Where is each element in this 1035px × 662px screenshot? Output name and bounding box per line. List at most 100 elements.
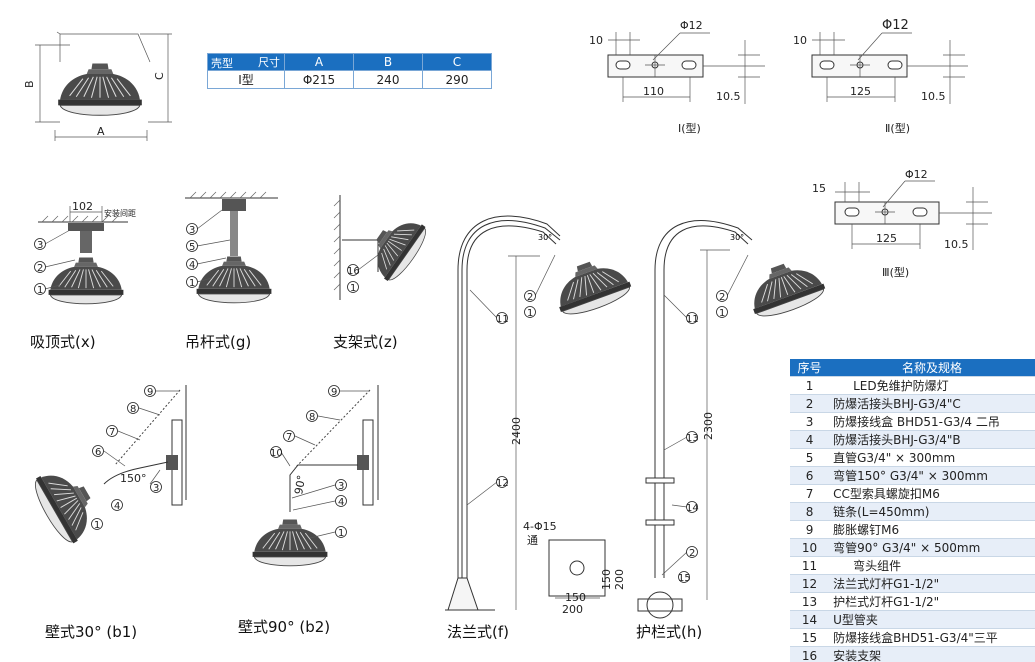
spec-header-name: 名称及规格 [829,359,1035,377]
svg-text:2: 2 [527,292,533,303]
mounting-type-3-caption: Ⅲ(型) [882,265,909,279]
svg-text:15: 15 [678,573,691,584]
svg-text:125: 125 [850,85,871,98]
svg-text:15: 15 [812,182,826,195]
svg-text:8: 8 [130,404,136,415]
svg-text:1: 1 [719,308,725,319]
svg-text:2: 2 [37,263,43,274]
svg-text:1: 1 [94,520,100,531]
svg-text:5: 5 [189,242,195,253]
svg-text:10: 10 [793,34,807,47]
size-c-cell: 290 [422,70,492,89]
svg-text:Φ12: Φ12 [905,168,928,181]
size-table-corner: 尺寸 壳型 [207,53,285,71]
mounting-plate-type-3: 15 Φ12 125 10.5 Ⅲ(型) [812,168,992,279]
caption-flange: 法兰式(f) [447,623,509,641]
pendant-mount-diagram [185,191,278,304]
svg-text:90°: 90° [292,474,308,495]
svg-text:150: 150 [600,569,613,590]
svg-text:13: 13 [686,433,699,444]
svg-text:11: 11 [496,314,509,325]
svg-text:4: 4 [338,497,344,508]
caption-bracket: 支架式(z) [333,333,398,351]
svg-text:102: 102 [72,200,93,213]
wall-30-mount-diagram [27,385,187,549]
part-number-callouts: 3 2 1 3 5 4 1 16 1 9 8 7 6 3 4 1 9 8 7 1… [34,209,749,584]
svg-text:4: 4 [189,260,195,271]
size-table: 尺寸 壳型 A B C Ⅰ型 Φ215 240 290 [207,53,492,89]
caption-pendant: 吊杆式(g) [185,333,251,351]
svg-text:10.5: 10.5 [921,90,946,103]
svg-text:14: 14 [686,503,699,514]
svg-text:2: 2 [719,292,725,303]
svg-text:1: 1 [189,278,195,289]
svg-text:1: 1 [350,283,356,294]
svg-text:1: 1 [338,528,344,539]
size-b-cell: 240 [353,70,423,89]
guardrail-pole-diagram: 2300 30° [637,220,829,619]
svg-text:9: 9 [147,387,153,398]
svg-text:安装间距: 安装间距 [104,208,136,218]
svg-text:125: 125 [876,232,897,245]
svg-text:150: 150 [565,591,586,604]
dim-c-label: C [153,72,166,80]
svg-text:150°: 150° [120,472,147,485]
svg-text:10.5: 10.5 [944,238,969,251]
svg-text:6: 6 [95,447,101,458]
svg-text:2: 2 [689,548,695,559]
size-header-a: A [284,53,354,71]
bracket-mount-diagram [333,195,433,300]
svg-text:10.5: 10.5 [716,90,741,103]
svg-text:3: 3 [189,225,195,236]
svg-text:1: 1 [527,308,533,319]
mounting-type-1-caption: Ⅰ(型) [678,121,701,135]
svg-text:10: 10 [589,34,603,47]
svg-text:Φ12: Φ12 [882,18,909,33]
svg-text:2300: 2300 [702,412,715,440]
svg-text:10: 10 [270,448,283,459]
caption-ceiling: 吸顶式(x) [30,333,96,351]
size-a-cell: Φ215 [284,70,354,89]
lamp-dimension-view: A B C [23,31,172,141]
svg-text:通: 通 [527,534,538,547]
svg-text:30°: 30° [538,233,552,242]
svg-text:3: 3 [338,481,344,492]
svg-text:110: 110 [643,85,664,98]
svg-text:Φ12: Φ12 [680,19,703,32]
mounting-plate-type-1: 10 Φ12 110 10.5 Ⅰ(型) [589,19,765,135]
svg-text:9: 9 [331,387,337,398]
caption-wall-30: 壁式30° (b1) [45,623,137,641]
svg-text:11: 11 [686,314,699,325]
mounting-type-2-caption: Ⅱ(型) [885,121,910,135]
caption-wall-90: 壁式90° (b2) [238,618,330,636]
svg-text:7: 7 [109,427,115,438]
svg-text:8: 8 [309,412,315,423]
size-type-cell: Ⅰ型 [207,70,285,89]
wall-90-mount-diagram [252,385,379,567]
svg-text:200: 200 [562,603,583,616]
caption-guardrail: 护栏式(h) [636,623,702,641]
size-header-b: B [353,53,423,71]
svg-text:4-Φ15: 4-Φ15 [523,520,557,533]
dim-a-label: A [97,125,105,138]
svg-text:200: 200 [613,569,626,590]
svg-text:3: 3 [37,240,43,251]
svg-text:12: 12 [496,478,509,489]
svg-text:16: 16 [347,266,360,277]
